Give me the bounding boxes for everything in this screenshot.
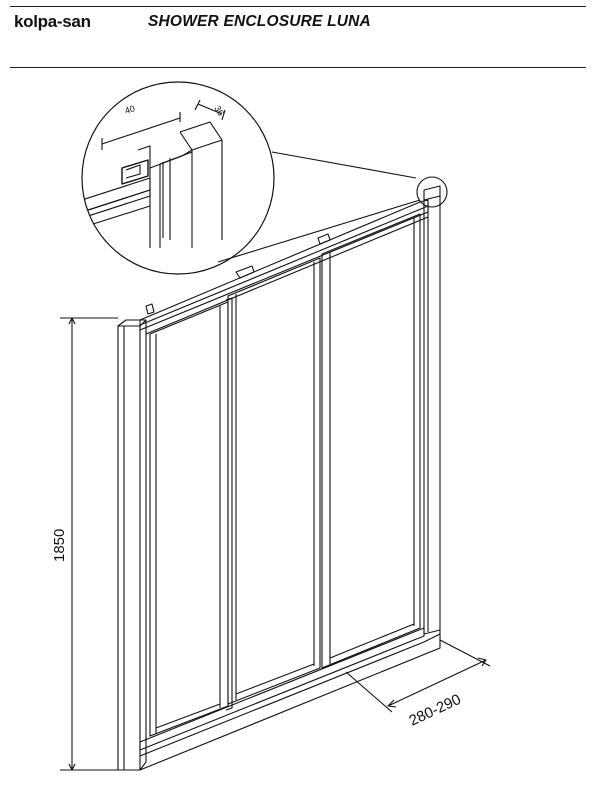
document-title: SHOWER ENCLOSURE LUNA (148, 13, 371, 30)
roller-end (145, 303, 155, 315)
header: kolpa-san SHOWER ENCLOSURE LUNA (10, 4, 586, 68)
detail-depth-dimension-line (197, 103, 223, 115)
roller-left (235, 265, 255, 279)
height-label: 1850 (51, 529, 68, 562)
brand-logo: kolpa-san (14, 12, 91, 31)
panel-stile (225, 297, 233, 711)
leader-line-upper (271, 151, 417, 179)
glass-panel-center (227, 257, 321, 705)
roller-right (317, 233, 331, 245)
bottom-rail (139, 627, 425, 751)
detail-reference-circle (416, 176, 448, 208)
height-dimension (60, 317, 118, 771)
glass-panel-right (321, 213, 421, 669)
detail-width-label: 40 (124, 103, 137, 116)
detail-width-dimension-line (101, 117, 181, 145)
depth-label: 280-290 (407, 691, 464, 730)
glass-panel-left (149, 301, 229, 737)
detail-depth-label: 36 (212, 104, 226, 118)
left-wall-profile (117, 325, 141, 771)
profile-detail-drawing (82, 121, 223, 248)
right-wall-profile (423, 195, 441, 635)
leader-line-lower (217, 199, 421, 263)
depth-dimension (345, 639, 491, 713)
profile-detail-callout (81, 81, 275, 275)
header-top-rule (10, 6, 586, 7)
header-bottom-rule (10, 67, 586, 68)
shower-enclosure (117, 185, 441, 771)
detail-circle (81, 81, 275, 275)
